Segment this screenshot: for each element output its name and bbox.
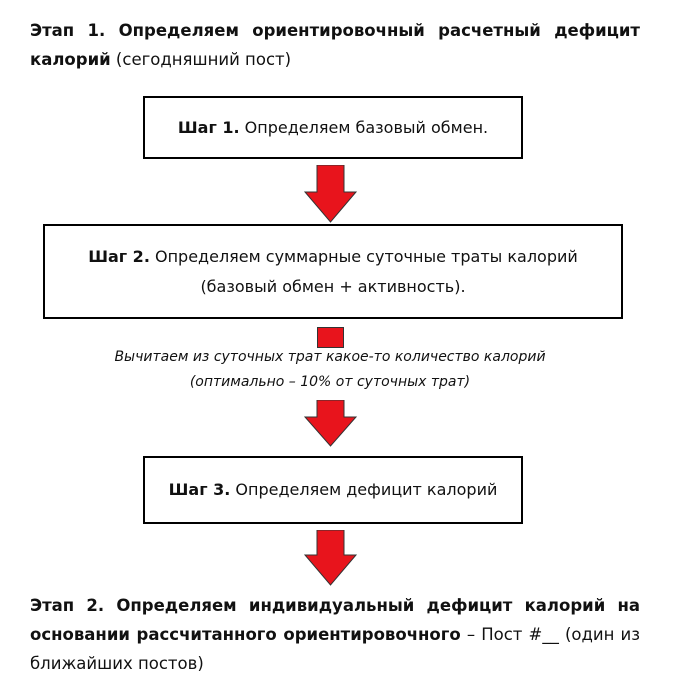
step-3-box: Шаг 3. Определяем дефицит калорий [143, 456, 523, 524]
step-2-text: Определяем суммарные суточные траты кало… [149, 246, 578, 266]
down-arrow-icon [303, 400, 358, 447]
step-3-label: Шаг 3. [168, 480, 231, 499]
subtraction-note: Вычитаем из суточных трат какое-то колич… [30, 345, 630, 395]
step-1-text: Определяем базовый обмен. [239, 117, 489, 137]
note-line-1: Вычитаем из суточных трат какое-то колич… [114, 349, 546, 365]
stage-1-note: (сегодняшний пост) [110, 50, 292, 69]
stage-2-text: Этап 2. Определяем индивидуальный дефици… [30, 591, 640, 678]
step-2-label: Шаг 2. [88, 246, 150, 266]
step-1-label: Шаг 1. [177, 117, 240, 137]
step-2-text-line2: (базовый обмен + активность). [200, 276, 466, 296]
step-3-text: Определяем дефицит калорий [230, 480, 498, 499]
arrow-shaft-icon [317, 327, 344, 348]
step-1-box: Шаг 1. Определяем базовый обмен. [143, 96, 523, 159]
down-arrow-icon [303, 165, 358, 223]
stage-1-title: Этап 1. Определяем ориентировочный расче… [30, 21, 640, 69]
stage-2-title: Этап 2. Определяем индивидуальный дефици… [30, 596, 640, 644]
note-line-2: (оптимально – 10% от суточных трат) [189, 374, 471, 390]
down-arrow-icon [303, 530, 358, 586]
stage-2-note: – Пост #__ (один из ближайших постов) [30, 625, 640, 673]
stage-1-text: Этап 1. Определяем ориентировочный расче… [30, 16, 640, 74]
step-2-box: Шаг 2. Определяем суммарные суточные тра… [43, 224, 623, 319]
